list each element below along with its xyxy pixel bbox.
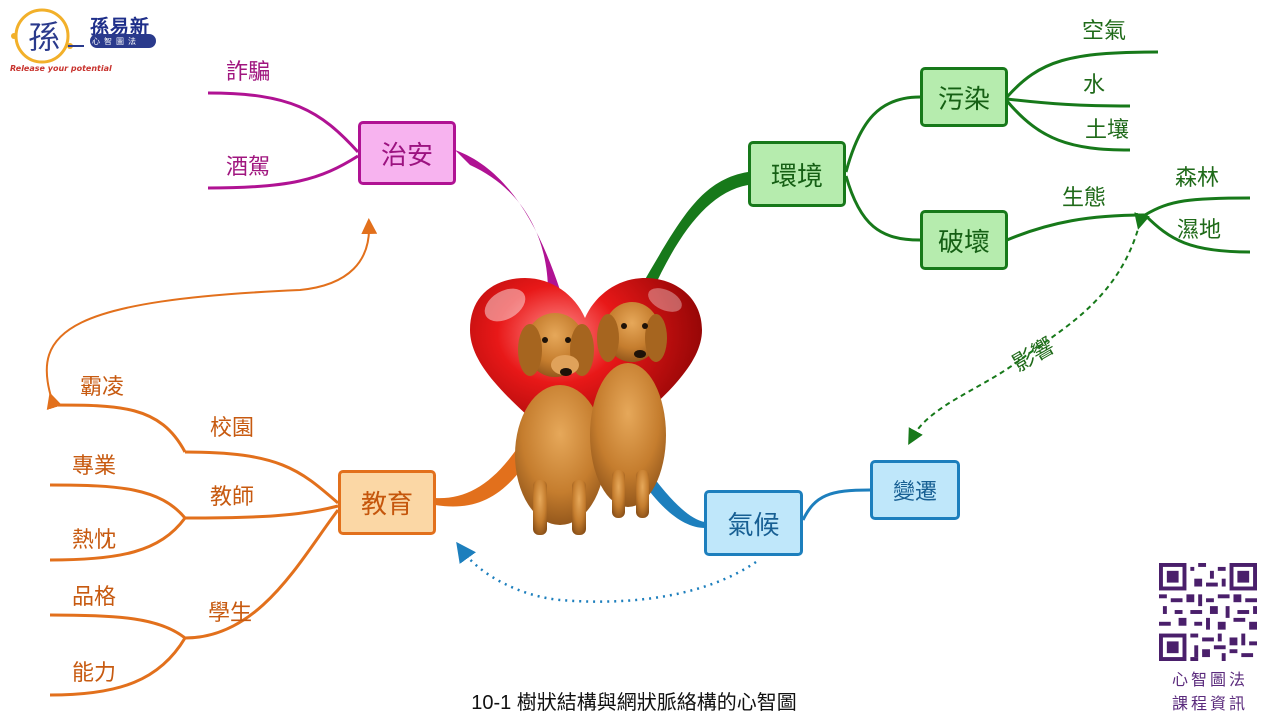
node-campus[interactable]: 校園	[210, 416, 255, 441]
logo-mark-icon: 孫	[11, 8, 84, 64]
node-pollution[interactable]: 污染	[920, 67, 1008, 127]
node-change[interactable]: 變遷	[870, 460, 960, 520]
qr-code-icon[interactable]	[1159, 563, 1257, 661]
environment-main-branch	[640, 172, 748, 292]
node-environment[interactable]: 環境	[748, 141, 846, 207]
node-character[interactable]: 品格	[72, 585, 117, 610]
node-climate[interactable]: 氣候	[704, 490, 803, 556]
environment-sub-branches	[844, 50, 1251, 254]
node-ability[interactable]: 能力	[72, 661, 117, 686]
logo-tagline: Release your potential	[10, 64, 112, 73]
figure-caption: 10-1 樹狀結構與網狀脈絡構的心智圖	[471, 692, 797, 714]
node-education[interactable]: 教育	[338, 470, 436, 535]
node-student[interactable]: 學生	[208, 601, 253, 626]
node-forest[interactable]: 森林	[1175, 166, 1220, 191]
node-destruction[interactable]: 破壞	[920, 210, 1008, 270]
logo-brand-name: 孫易新	[90, 16, 151, 38]
qr-caption-line1: 心智圖法	[1171, 670, 1248, 689]
qr-caption-line2: 課程資訊	[1171, 694, 1248, 713]
climate-sub-branch	[801, 488, 871, 521]
svg-text:孫: 孫	[28, 18, 60, 56]
node-air[interactable]: 空氣	[1082, 19, 1127, 44]
node-ecology[interactable]: 生態	[1062, 186, 1107, 211]
logo-subtitle: 心智圖法	[92, 37, 140, 46]
node-bullying[interactable]: 霸凌	[80, 375, 125, 400]
logo-sub-background-icon	[90, 34, 156, 48]
brand-logo: 孫 孫易新 心智圖法 Release your potential	[4, 6, 164, 76]
node-wetland[interactable]: 濕地	[1177, 218, 1222, 243]
influence-link	[908, 212, 1150, 446]
node-water[interactable]: 水	[1083, 73, 1106, 98]
climate-education-link	[456, 541, 757, 603]
climate-main-branch	[640, 470, 705, 528]
node-teacher[interactable]: 教師	[210, 485, 255, 510]
dog-right	[590, 302, 667, 518]
node-drunk-driving[interactable]: 酒駕	[226, 155, 271, 180]
node-safety[interactable]: 治安	[358, 121, 456, 185]
safety-main-branch	[455, 150, 560, 292]
dog-left	[515, 313, 605, 535]
node-professional[interactable]: 專業	[72, 454, 117, 479]
node-passion[interactable]: 熱忱	[72, 528, 117, 553]
safety-sub-branches	[207, 91, 360, 190]
node-soil[interactable]: 土壤	[1085, 118, 1130, 143]
dog-faces	[542, 323, 648, 376]
node-fraud[interactable]: 詐騙	[226, 60, 271, 85]
safety-education-link	[45, 218, 378, 411]
